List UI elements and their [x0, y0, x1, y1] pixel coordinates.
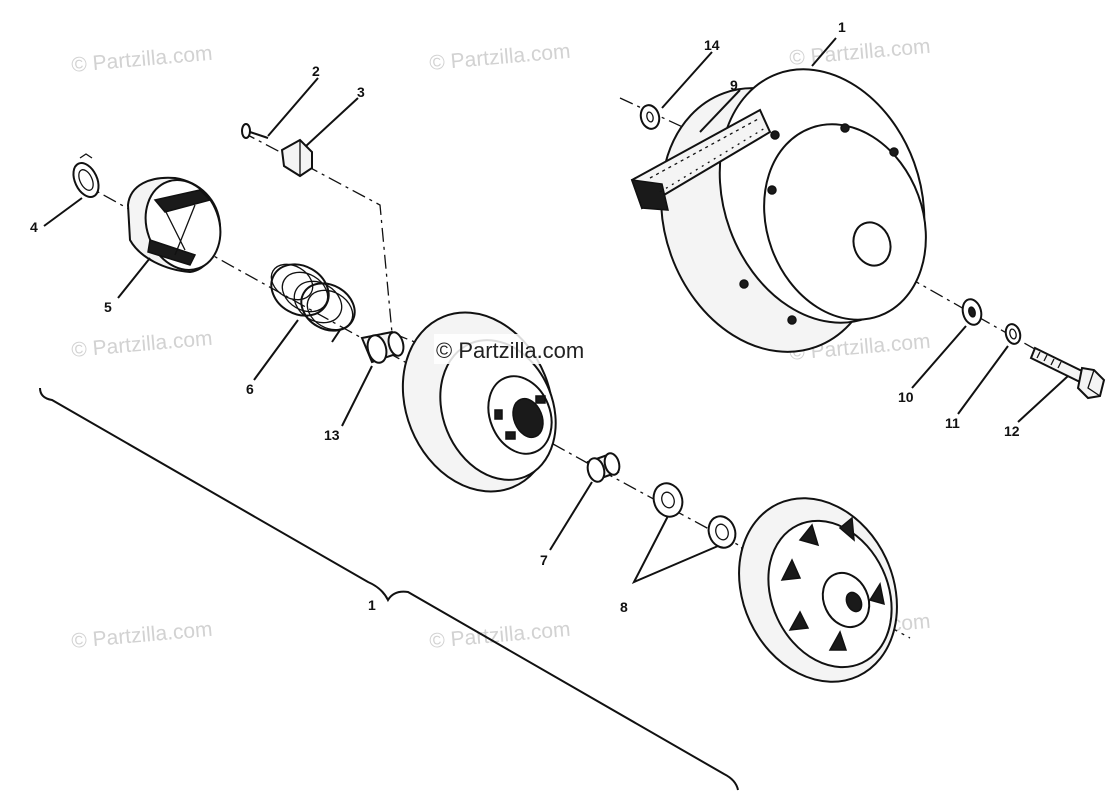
snap-ring-part	[72, 153, 100, 198]
top-washer-part	[639, 104, 661, 130]
bolt-part	[1029, 346, 1106, 400]
callout-9: 9	[730, 77, 738, 93]
spacer-bushing-part	[586, 452, 621, 483]
callout-3: 3	[357, 84, 365, 100]
callout-11: 11	[945, 415, 960, 431]
callout-1-bracket: 1	[368, 597, 376, 613]
callout-7: 7	[540, 552, 548, 568]
spring-part	[270, 263, 356, 343]
shoe-part	[280, 138, 313, 178]
watermark-text: © Partzilla.com	[428, 40, 571, 75]
callout-labels: 1 2 3 4 5 6 7 8 9 10 11 12 13 14 1	[30, 19, 1020, 615]
watermark-text: © Partzilla.com	[70, 42, 213, 77]
callout-12: 12	[1004, 423, 1020, 439]
washer-part	[652, 482, 737, 549]
pin-part	[241, 123, 269, 139]
shoe-leader-line	[304, 164, 441, 353]
callout-13: 13	[324, 427, 340, 443]
cam-spider-part	[126, 176, 222, 274]
watermark-text: © Partzilla.com	[70, 327, 213, 362]
callout-8: 8	[620, 599, 628, 615]
watermark-text: © Partzilla.com	[70, 618, 213, 653]
brand-text: © Partzilla.com	[436, 338, 584, 363]
leader-lines	[43, 37, 1069, 585]
flat-washer-part	[961, 298, 983, 326]
callout-14: 14	[704, 37, 720, 53]
callout-1-top: 1	[838, 19, 846, 35]
callout-4: 4	[30, 219, 38, 235]
brand-mark: © Partzilla.com	[434, 334, 612, 364]
group-bracket	[39, 387, 739, 791]
movable-sheave-part	[401, 311, 557, 493]
callout-10: 10	[898, 389, 914, 405]
callout-5: 5	[104, 299, 112, 315]
callout-2: 2	[312, 63, 320, 79]
watermark-text: © Partzilla.com	[788, 35, 931, 70]
main-axis-line-lower	[599, 469, 911, 639]
lock-washer-part	[1004, 323, 1022, 345]
bushing-part	[360, 330, 405, 364]
drive-belt-part	[630, 108, 772, 211]
fixed-sheave-part	[738, 497, 898, 683]
callout-6: 6	[246, 381, 254, 397]
watermark-text: © Partzilla.com	[428, 618, 571, 653]
